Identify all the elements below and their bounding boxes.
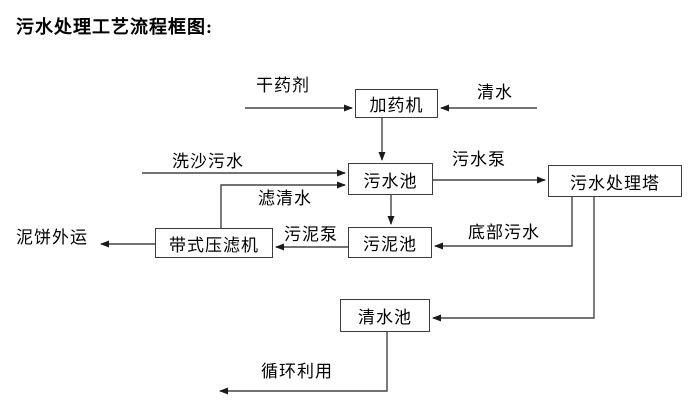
node-sewage-pool: 污水池 (348, 163, 433, 195)
edge-label-recycle-use: 循环利用 (261, 362, 333, 381)
edge-label-filtered-water: 滤清水 (258, 189, 312, 208)
edge-label-dry-chemical: 干药剂 (256, 76, 310, 95)
edge-label-sewage-pump: 污水泵 (452, 150, 506, 169)
edge-bottom-sewage (434, 197, 573, 250)
node-clean-water-pool-label: 清水池 (358, 308, 412, 327)
node-sludge-pool: 污泥池 (348, 227, 432, 258)
diagram-title: 污水处理工艺流程框图: (16, 17, 213, 37)
node-belt-filter-press-label: 带式压滤机 (169, 235, 259, 255)
edge-label-sludge-pump: 污泥泵 (284, 225, 338, 244)
edge-label-clean-water: 清水 (477, 83, 513, 102)
node-dosing-machine: 加药机 (355, 89, 438, 118)
edge-recycle-use (219, 332, 388, 395)
node-clean-water-pool: 清水池 (340, 299, 430, 332)
edge-label-bottom-sewage: 底部污水 (468, 223, 540, 242)
node-dosing-machine-label: 加药机 (369, 96, 424, 115)
node-belt-filter-press: 带式压滤机 (155, 228, 273, 258)
edge-label-mud-cake-out: 泥饼外运 (16, 228, 88, 247)
edge-filtered-water (220, 181, 346, 228)
node-sewage-treatment-tower-label: 污水处理塔 (570, 173, 660, 193)
edge-tower-to-clean-pool (432, 197, 595, 322)
node-sludge-pool-label: 污泥池 (363, 235, 417, 254)
node-sewage-pool-label: 污水池 (363, 171, 418, 191)
node-sewage-treatment-tower: 污水处理塔 (548, 165, 682, 197)
edge-label-sand-washing-sewage: 洗沙污水 (172, 152, 244, 171)
